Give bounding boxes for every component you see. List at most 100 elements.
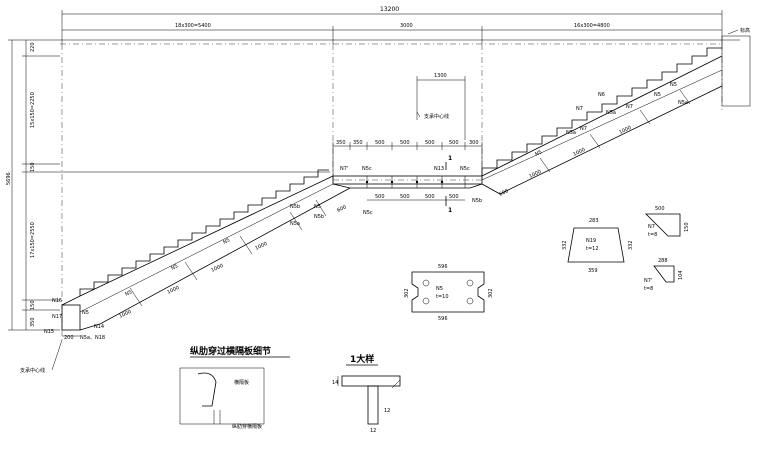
n5-height-right: 302 <box>488 288 494 298</box>
top-right-note: 标高 <box>740 27 750 34</box>
seg-1000-c: 1000 <box>210 263 224 274</box>
label-N15: N15 <box>44 329 54 335</box>
landing-dim-5: 500 <box>425 140 435 146</box>
label-N13: N13 <box>434 166 444 172</box>
large-sample-detail: 1大样 14 12 12 <box>332 353 401 434</box>
label-N5-bottom: N5 <box>82 310 89 316</box>
label-N6: N6 <box>598 92 605 98</box>
label-N14: N14 <box>94 324 104 330</box>
n5-label: N5 <box>436 286 443 292</box>
n5-width-bottom: 596 <box>438 316 448 322</box>
left-dimension: 5696 220 15x150=2250 150 17x150=2550 1 50… <box>6 39 740 331</box>
reference-lines <box>60 43 723 340</box>
landing-1300-dim: 1300 <box>434 73 447 79</box>
detail-N19: 283 332 332 359 N19 t=12 <box>562 218 634 274</box>
left-run-dim: 18x300=5400 <box>175 23 211 29</box>
h-top-dim: 220 <box>30 42 36 52</box>
n19-left-dim: 332 <box>562 240 568 250</box>
label-N5b-left-2: N5b <box>314 214 324 220</box>
n7p-thk: t=8 <box>644 286 653 292</box>
label-N5a-r: N5a <box>566 130 576 136</box>
label-N5a-top: N5a <box>678 100 688 106</box>
label-N5b-left: N5b <box>290 204 300 210</box>
detail1-dim-b: 12 <box>384 408 390 414</box>
n7p-side-dim: 104 <box>678 270 684 280</box>
rib-detail-title: 纵肋穿过横隔板细节 <box>190 345 271 357</box>
label-N5-d: N5 <box>534 149 543 157</box>
seg-1000-a: 1000 <box>118 309 132 320</box>
landing-bottom-dim-2: 500 <box>400 194 410 200</box>
landing-bottom-dim-4: 500 <box>449 194 459 200</box>
landing-dim-6: 500 <box>449 140 459 146</box>
n7-top-dim: 500 <box>655 206 665 212</box>
rib-note-b: 纵肋穿横隔板 <box>232 423 262 430</box>
left-flight <box>61 169 351 337</box>
label-N5c-lower: N5c <box>363 210 373 216</box>
rib-note-a: 横隔板 <box>234 379 249 386</box>
label-N5-b: N5 <box>170 263 179 271</box>
h-lower-run-dim: 17x150=2550 <box>30 222 36 258</box>
height-total-dim: 5696 <box>6 172 12 185</box>
n19-top-dim: 283 <box>589 218 599 224</box>
detail-N7p: 288 104 N7' t=8 <box>644 258 684 292</box>
label-N5-top: N5 <box>670 82 677 88</box>
n7p-top-dim: 288 <box>658 258 668 264</box>
n5-width-top: 596 <box>438 264 448 270</box>
label-N5a-left: N5a <box>290 221 300 227</box>
label-N16: N16 <box>52 298 62 304</box>
label-N7-r3: N7 <box>626 104 633 110</box>
seg-600-left: 600 <box>336 204 347 214</box>
n19-right-dim: 332 <box>628 240 634 250</box>
label-N7-r: N7 <box>580 126 587 132</box>
base-200-dim: 200 <box>64 335 74 341</box>
label-N5b-right: N5b <box>472 198 482 204</box>
landing-dim-2: 350 <box>353 140 363 146</box>
landing-dim-4: 500 <box>400 140 410 146</box>
label-N7p-landing: N7' <box>340 166 348 172</box>
n19-label: N19 <box>586 238 596 244</box>
h-upper-run-dim: 15x150=2250 <box>30 92 36 128</box>
detail1-dim-a: 14 <box>332 380 338 386</box>
section-mark-top: 1 <box>448 155 452 162</box>
seg-1000-e: 1000 <box>528 169 542 180</box>
overall-dim: 13200 <box>380 6 399 13</box>
n5-thk: t=10 <box>436 294 449 300</box>
label-N5-c: N5 <box>222 237 231 245</box>
landing-bottom-dim-1: 500 <box>375 194 385 200</box>
section-mark-bottom: 1 <box>448 207 452 214</box>
n5-height-left: 302 <box>404 288 410 298</box>
top-dimension: 13200 18x300=5400 3000 16x300=4800 <box>61 6 723 44</box>
label-N5-left: N5 <box>314 204 321 210</box>
landing: 350 350 500 500 500 500 300 500 500 500 … <box>332 73 483 214</box>
plate-labels: N16 N17 N15 200 N5 N14 N5a、N18 1000 N5 1… <box>20 82 688 374</box>
h-bottom-b-dim: 350 <box>30 317 36 327</box>
seg-1000-g: 1000 <box>618 125 632 136</box>
landing-dim-3: 500 <box>375 140 385 146</box>
seg-1000-d: 1000 <box>254 241 268 252</box>
detail1-dim-c: 12 <box>370 428 376 434</box>
detail-N7: 500 150 N7 t=8 <box>645 206 690 238</box>
label-N17: N17 <box>52 314 62 320</box>
rib-detail: 纵肋穿过横隔板细节 横隔板 纵肋穿横隔板 <box>179 345 290 430</box>
label-N7-r2: N7 <box>576 106 583 112</box>
bearing-center-label-top: 支承中心线 <box>424 113 449 120</box>
large-sample-title: 1大样 <box>350 353 374 365</box>
n19-bottom-dim: 359 <box>588 268 598 274</box>
n19-thk: t=12 <box>586 246 599 252</box>
seg-600-right: 600 <box>498 188 509 198</box>
n7-thk: t=8 <box>648 232 657 238</box>
middle-dim: 3000 <box>400 23 413 29</box>
landing-dim-1: 350 <box>336 140 346 146</box>
label-N5-r3: N5 <box>654 92 661 98</box>
landing-bottom-dim-3: 500 <box>425 194 435 200</box>
right-flight: 标高 <box>481 27 751 195</box>
n7-label: N7 <box>648 224 655 230</box>
label-N5-a: N5 <box>124 289 133 297</box>
right-run-dim: 16x300=4800 <box>574 23 610 29</box>
label-N5c-right: N5c <box>460 166 470 172</box>
label-N5a-r2: N5a <box>606 110 616 116</box>
label-N5c-left: N5c <box>362 166 372 172</box>
bearing-center-label-bottom: 支承中心线 <box>20 367 45 374</box>
h-landing-dim: 150 <box>30 162 36 172</box>
